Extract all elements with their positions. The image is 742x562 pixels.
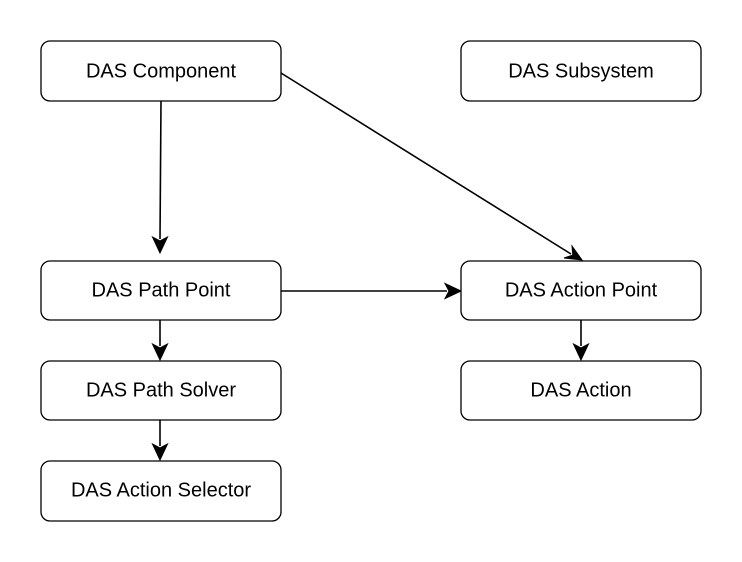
- arrowhead-icon: [572, 342, 590, 362]
- node-label: DAS Path Point: [92, 279, 231, 301]
- node-label: DAS Component: [86, 60, 237, 82]
- arrowhead-icon: [151, 342, 169, 362]
- node-das-action[interactable]: DAS Action: [460, 360, 702, 421]
- arrowhead-icon: [151, 442, 169, 462]
- node-das-subsystem[interactable]: DAS Subsystem: [460, 40, 702, 102]
- node-label: DAS Action Point: [505, 279, 658, 301]
- edge-path-solver-to-action-selector: [151, 420, 169, 462]
- node-das-path-solver[interactable]: DAS Path Solver: [40, 360, 282, 421]
- edges-layer: [151, 72, 590, 462]
- node-label: DAS Path Solver: [86, 379, 236, 401]
- edge-path-point-to-action-point: [281, 282, 463, 300]
- arrowhead-icon: [443, 282, 463, 300]
- edge-path-point-to-path-solver: [151, 320, 169, 362]
- edge-component-to-path-point: [151, 100, 169, 255]
- arrowhead-icon: [563, 244, 584, 261]
- edge-action-point-to-action: [572, 320, 590, 362]
- node-das-action-selector[interactable]: DAS Action Selector: [40, 460, 282, 522]
- nodes-layer: DAS Component DAS Subsystem DAS Path Poi…: [40, 40, 702, 522]
- edge-component-to-action-point: [280, 72, 584, 261]
- node-das-action-point[interactable]: DAS Action Point: [460, 260, 702, 321]
- node-label: DAS Action: [530, 379, 631, 401]
- node-label: DAS Subsystem: [508, 60, 654, 82]
- arrowhead-icon: [151, 235, 169, 255]
- node-das-path-point[interactable]: DAS Path Point: [40, 260, 282, 321]
- node-das-component[interactable]: DAS Component: [40, 40, 282, 102]
- node-label: DAS Action Selector: [71, 479, 251, 501]
